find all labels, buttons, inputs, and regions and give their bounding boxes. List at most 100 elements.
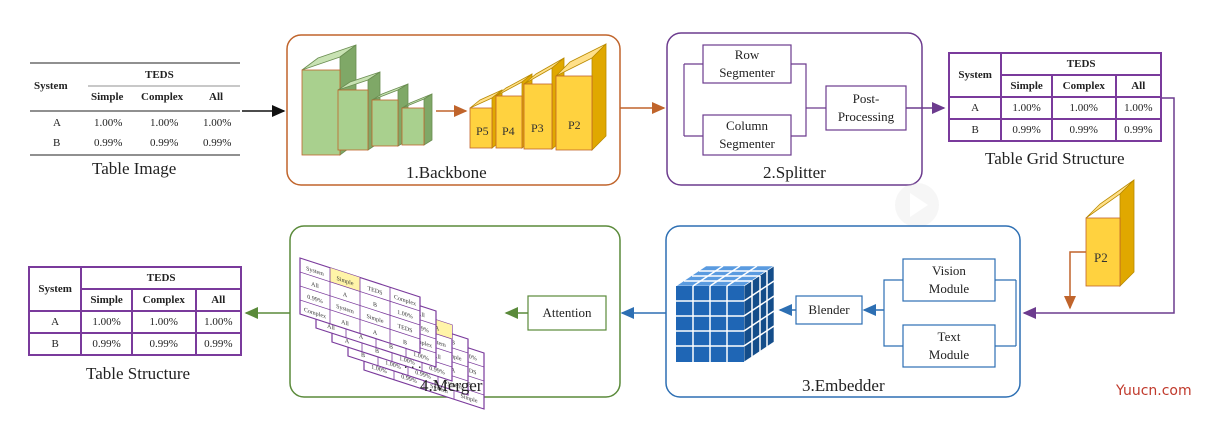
- stacked-sheet-row-line: [300, 299, 420, 340]
- stacked-sheet-cell-text: B: [389, 344, 393, 351]
- pyramid-label-p5: P5: [476, 124, 489, 138]
- stacked-sheet-cell-text: A: [343, 292, 348, 299]
- stacked-sheet-cell-text: All: [311, 282, 319, 290]
- stacked-sheet-cell-text: TEDS: [462, 366, 478, 377]
- stacked-sheet-cell-text: B: [403, 340, 407, 347]
- grid-cell: 1.00%: [1000, 96, 1053, 120]
- stacked-sheet-cell-text: 1.00%: [385, 360, 400, 371]
- output-cell: 0.99%: [194, 332, 243, 356]
- grid-teds-header: TEDS: [1000, 52, 1162, 76]
- arrow-p2-to-embedder: [1064, 251, 1086, 310]
- output-row-b: B: [27, 332, 83, 356]
- stacked-sheet-cell-text: B: [373, 302, 377, 309]
- stacked-sheet-cell-text: 1.00%: [371, 364, 386, 375]
- input-table-cell: 1.00%: [150, 117, 179, 129]
- grid-row-b: B: [947, 118, 1003, 142]
- grid-structure-table: System TEDS Simple Complex All A 1.00% 1…: [947, 52, 1163, 142]
- grid-cell: 0.99%: [1114, 118, 1163, 142]
- output-structure-table: System TEDS Simple Complex All A 1.00% 1…: [27, 266, 243, 356]
- stacked-sheet-cell-text: All: [341, 319, 349, 327]
- output-system-header: System: [27, 266, 83, 312]
- stacked-sheet-cell-text: A: [435, 326, 440, 333]
- pyramid-label-p4: P4: [502, 124, 515, 138]
- stacked-sheet-row-line: [300, 285, 420, 326]
- output-teds-header: TEDS: [80, 266, 242, 290]
- output-col-simple: Simple: [80, 288, 133, 312]
- backbone-green-feature-maps: [301, 44, 433, 156]
- output-cell: 1.00%: [194, 310, 243, 334]
- input-table-teds-header: TEDS: [145, 69, 174, 81]
- embedding-cube: [675, 265, 775, 363]
- stacked-sheet-cell-text: 0.99%: [307, 294, 322, 305]
- output-cell: 0.99%: [80, 332, 133, 356]
- stacked-sheet-cell-text: TEDS: [368, 286, 384, 297]
- stacked-sheet-cell-text: Simple: [445, 351, 462, 362]
- input-table-cell: 1.00%: [203, 117, 232, 129]
- row-segmenter-label: Row Segmenter: [719, 47, 775, 80]
- arrow-grid-to-embedder: [1022, 97, 1175, 319]
- grid-col-simple: Simple: [1000, 74, 1053, 98]
- stacked-sheet-cell-text: 0.99%: [413, 324, 428, 335]
- p2-feature-label: P2: [1094, 250, 1108, 265]
- embedder-stage-label: 3.Embedder: [802, 376, 885, 395]
- stacked-sheet-cell-text: 0.99%: [401, 374, 416, 385]
- input-table-row-b: B: [53, 137, 61, 149]
- merger-table-stack: AllAB1.00%0.99%SystemSimpleTEDSComplexAl…: [299, 257, 485, 410]
- splitter-stage-box: [666, 32, 923, 186]
- stack-ellipsis: . . .: [404, 357, 422, 372]
- embedder-stage-box: [665, 225, 1021, 398]
- pyramid-label-p3: P3: [531, 121, 544, 135]
- input-table-col-complex: Complex: [141, 91, 184, 103]
- stacked-sheet-cell-text: All: [433, 353, 441, 361]
- column-segmenter-label: Column Segmenter: [719, 118, 775, 151]
- stacked-sheet-cell-text: 0.99%: [429, 366, 444, 377]
- output-col-complex: Complex: [130, 288, 197, 312]
- p2-feature-map: [1085, 179, 1135, 287]
- pyramid-p2: [555, 43, 607, 151]
- pyramid-p3: [523, 57, 565, 150]
- input-table-caption: Table Image: [92, 159, 177, 178]
- grid-col-all: All: [1114, 74, 1163, 98]
- stacked-sheet-cell-text: A: [345, 338, 350, 345]
- stacked-sheet-row-line: [300, 271, 420, 312]
- stacked-sheet-cell-text: A: [451, 368, 456, 375]
- input-table-cell: 0.99%: [94, 137, 123, 149]
- stacked-sheet-cell-text: Simple: [337, 276, 354, 287]
- splitter-stage-label: 2.Splitter: [763, 163, 826, 182]
- stacked-sheet-cell-text: System: [444, 379, 462, 391]
- attention-label: Attention: [542, 305, 592, 320]
- input-table-system-header: System: [34, 80, 68, 92]
- grid-system-header: System: [947, 52, 1003, 98]
- stacked-sheet-cell-text: Simple: [461, 393, 478, 404]
- output-cell: 0.99%: [130, 332, 197, 356]
- stacked-sheet-cell-text: TEDS: [398, 324, 414, 335]
- stacked-sheet-cell-text: B: [451, 340, 455, 347]
- input-table-col-all: All: [209, 91, 224, 103]
- grid-row-a: A: [947, 96, 1003, 120]
- backbone-pyramid-features: [469, 43, 607, 151]
- embedder-connectors: [883, 279, 1017, 347]
- stacked-sheet-cell-text: A: [359, 334, 364, 341]
- column-segmenter-box: [702, 114, 792, 156]
- backbone-stage-box: [286, 34, 621, 186]
- grid-cell: 0.99%: [1050, 118, 1117, 142]
- play-overlay-icon: [895, 183, 939, 227]
- output-structure-caption: Table Structure: [86, 364, 191, 383]
- text-module-label: Text Module: [928, 329, 970, 362]
- stacked-sheet-cell-text: 0.99%: [415, 370, 430, 381]
- stacked-sheet-cell-text: A: [373, 330, 378, 337]
- stacked-sheet-cell-text: System: [306, 266, 324, 278]
- grid-cell: 0.99%: [1000, 118, 1053, 142]
- input-table-rules: [30, 62, 240, 156]
- grid-cell: 1.00%: [1050, 96, 1117, 120]
- grid-cell: 1.00%: [1114, 96, 1163, 120]
- blender-label: Blender: [808, 302, 850, 317]
- grid-structure-caption: Table Grid Structure: [985, 149, 1125, 168]
- stacked-sheet-cell-text: Simple: [367, 314, 384, 325]
- feature-map-4: [401, 93, 433, 146]
- stacked-sheet-cell-text: 1.00%: [413, 352, 428, 363]
- stacked-sheet-highlight: [330, 267, 360, 292]
- vision-module-label: Vision Module: [928, 263, 970, 296]
- output-col-all: All: [194, 288, 243, 312]
